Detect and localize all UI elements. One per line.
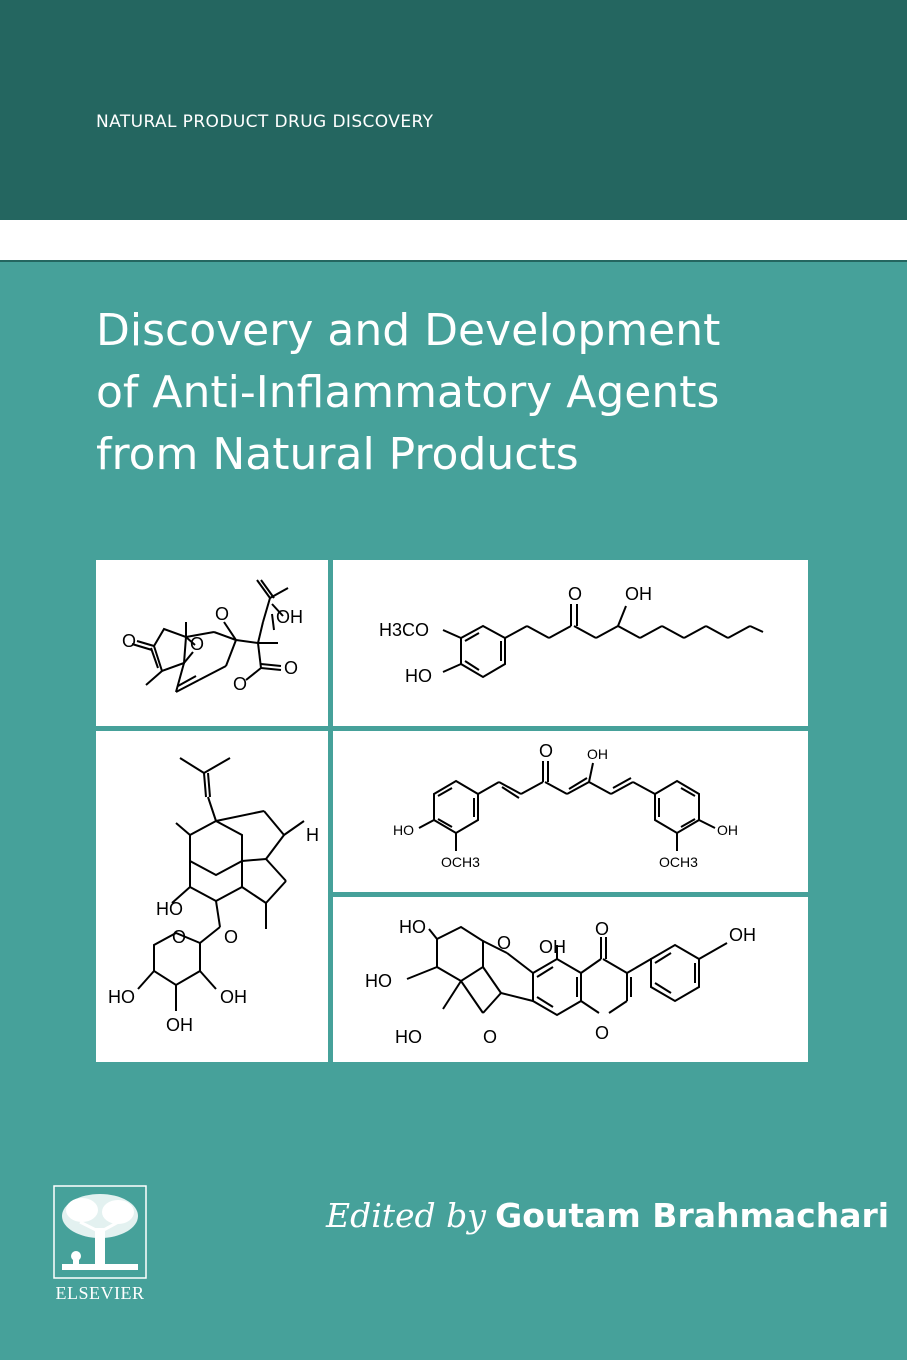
s3-hydroxyl-left: HO bbox=[156, 899, 183, 919]
s4-hydroxyl-right: OH bbox=[717, 822, 738, 838]
structure-panel-3: H HO O O HO OH OH bbox=[96, 731, 328, 1062]
s2-hydroxyl-ring: HO bbox=[405, 666, 432, 686]
s5-ketone-oxygen: O bbox=[595, 919, 609, 939]
title-line-3: from Natural Products bbox=[96, 429, 579, 480]
s5-hydroxyl-bottom: HO bbox=[395, 1027, 422, 1047]
s5-oxygen-ring: O bbox=[497, 933, 511, 953]
publisher-name: ELSEVIER bbox=[55, 1283, 145, 1303]
structure-panel-4: O OH HO OCH3 OCH3 OH bbox=[333, 731, 808, 892]
structure-panel-1: O O O OH O O bbox=[96, 560, 328, 726]
s5-hydroxyl-top: HO bbox=[399, 917, 426, 937]
s1-oxygen-carbonyl: O bbox=[284, 658, 298, 678]
s4-ketone-oxygen: O bbox=[539, 741, 553, 761]
structure-2-drawing: H3CO HO O OH bbox=[379, 584, 764, 686]
s1-oxygen-top: O bbox=[215, 604, 229, 624]
s4-hydroxyl-left: HO bbox=[393, 822, 414, 838]
structure-panel-5: HO HO HO O O OH O O OH bbox=[333, 897, 808, 1062]
s4-methoxy-right: OCH3 bbox=[659, 854, 698, 870]
s5-hydroxyl-mid: HO bbox=[365, 971, 392, 991]
elsevier-tree-logo bbox=[40, 1182, 160, 1302]
s3-hydroxyl-bottom: OH bbox=[166, 1015, 193, 1035]
s3-oxygen-link: O bbox=[224, 927, 238, 947]
s5-pyran-oxygen: O bbox=[595, 1023, 609, 1043]
editor-credit: Edited by Goutam Brahmachari bbox=[326, 1196, 889, 1235]
s3-hydroxyl-right: OH bbox=[220, 987, 247, 1007]
s4-enol-hydroxyl: OH bbox=[587, 746, 608, 762]
credit-prefix: Edited by bbox=[326, 1196, 486, 1235]
s1-oxygen-left: O bbox=[122, 631, 136, 651]
divider-line bbox=[0, 260, 907, 262]
structure-3-drawing: H HO O O HO OH OH bbox=[108, 757, 319, 1035]
s3-oxygen-ring: O bbox=[172, 927, 186, 947]
s1-hydroxyl: OH bbox=[276, 607, 303, 627]
structure-panel-2: H3CO HO O OH bbox=[333, 560, 808, 726]
s3-hydroxyl-sugar: HO bbox=[108, 987, 135, 1007]
s2-methoxy: H3CO bbox=[379, 620, 429, 640]
series-band: NATURAL PRODUCT DRUG DISCOVERY bbox=[0, 0, 907, 220]
structure-5-drawing: HO HO HO O O OH O O OH bbox=[365, 917, 756, 1047]
white-stripe bbox=[0, 220, 907, 260]
s2-hydroxyl-chain: OH bbox=[625, 584, 652, 604]
s1-oxygen-lactone: O bbox=[233, 674, 247, 694]
book-title: Discovery and Development of Anti-Inflam… bbox=[96, 300, 896, 486]
s1-oxygen-bridge: O bbox=[190, 634, 204, 654]
title-line-2: of Anti-Inflammatory Agents bbox=[96, 367, 720, 418]
s5-phenol-hydroxyl: OH bbox=[539, 937, 566, 957]
structure-4-drawing: O OH HO OCH3 OCH3 OH bbox=[393, 741, 738, 870]
editor-name: Goutam Brahmachari bbox=[495, 1196, 890, 1235]
s5-hydroxyl-right: OH bbox=[729, 925, 756, 945]
s5-oxygen-furan: O bbox=[483, 1027, 497, 1047]
structure-1-drawing: O O O OH O O bbox=[122, 579, 303, 694]
series-name: NATURAL PRODUCT DRUG DISCOVERY bbox=[96, 112, 434, 132]
title-line-1: Discovery and Development bbox=[96, 305, 721, 356]
s2-ketone-oxygen: O bbox=[568, 584, 582, 604]
s4-methoxy-left: OCH3 bbox=[441, 854, 480, 870]
s3-hydrogen: H bbox=[306, 825, 319, 845]
